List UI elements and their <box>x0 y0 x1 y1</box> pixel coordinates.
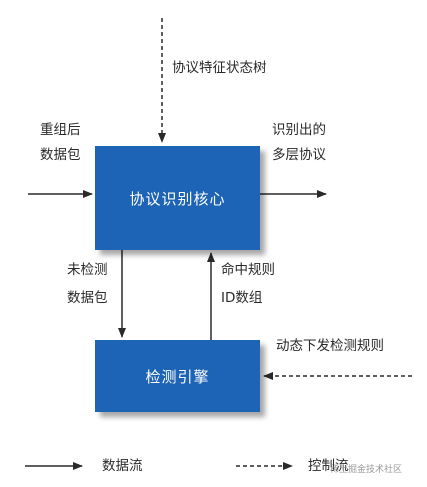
output-label-line1: 识别出的 <box>272 122 326 138</box>
input-label-line2: 数据包 <box>40 147 81 163</box>
protocol-recognition-core-box: 协议识别核心 <box>95 146 260 250</box>
legend-control-flow-label: 控制流 <box>308 458 349 474</box>
unchecked-label-line1: 未检测 <box>67 262 108 278</box>
input-label-line1: 重组后 <box>40 122 81 138</box>
watermark-text: 稀土掘金技术社区 <box>330 465 403 475</box>
hit-rule-label-line2: ID数组 <box>221 290 263 306</box>
dynamic-rules-label: 动态下发检测规则 <box>276 338 384 354</box>
legend-data-flow-label: 数据流 <box>102 458 143 474</box>
output-label-line2: 多层协议 <box>272 147 326 163</box>
detection-engine-box: 检测引擎 <box>95 340 260 412</box>
hit-rule-label-line1: 命中规则 <box>221 262 275 278</box>
unchecked-label-line2: 数据包 <box>67 290 108 306</box>
feature-tree-label: 协议特征状态树 <box>172 60 267 76</box>
engine-box-label: 检测引擎 <box>145 367 210 386</box>
core-box-label: 协议识别核心 <box>129 189 226 208</box>
